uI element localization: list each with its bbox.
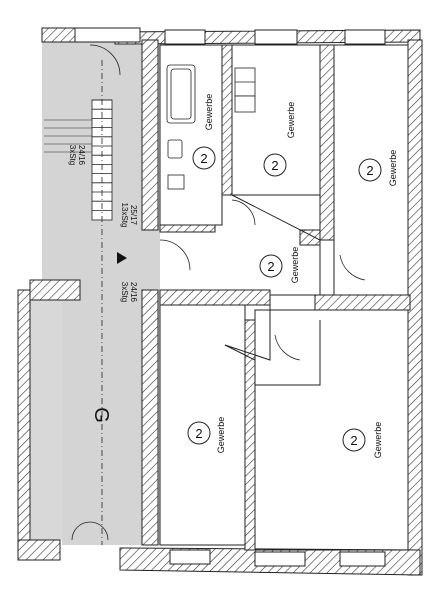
toilet-icon [167, 174, 185, 190]
room-3: 2 Gewerbe [358, 150, 398, 187]
top-door-swing [89, 44, 121, 76]
stair-label-lower: 3xStg 24/16 [120, 282, 138, 303]
svg-text:3xStg: 3xStg [68, 145, 77, 165]
svg-text:Gewerbe: Gewerbe [290, 247, 300, 284]
svg-text:24/16: 24/16 [129, 282, 138, 303]
svg-text:2: 2 [366, 163, 373, 178]
entrance-door [71, 521, 109, 541]
bathtub-icon [166, 64, 196, 124]
stair-label-middle: 13xStg 25/17 [120, 203, 138, 228]
room-1: 2 Gewerbe [192, 94, 216, 170]
svg-text:Gewerbe: Gewerbe [204, 94, 214, 131]
svg-text:2: 2 [200, 151, 207, 166]
room-2: 2 Gewerbe [263, 102, 296, 177]
stair-label-upper: 3xStg 24/16 [68, 145, 86, 166]
north-arrow-icon [117, 252, 127, 264]
room-4: 2 Gewerbe [259, 247, 300, 284]
interior-walls [159, 44, 411, 551]
svg-text:Gewerbe: Gewerbe [216, 417, 226, 454]
svg-text:Gewerbe: Gewerbe [388, 150, 398, 187]
svg-text:2: 2 [350, 433, 357, 448]
svg-text:Gewerbe: Gewerbe [373, 422, 383, 459]
room-5: 2 Gewerbe [187, 417, 226, 454]
svg-text:25/17: 25/17 [129, 205, 138, 226]
svg-text:24/16: 24/16 [77, 145, 86, 166]
svg-text:2: 2 [195, 426, 202, 441]
sink-icon [167, 139, 183, 159]
room-outlines [159, 44, 409, 551]
apartment-door-swing [159, 199, 366, 361]
stove-icon [234, 67, 256, 113]
svg-text:13xStg: 13xStg [120, 203, 129, 228]
svg-text:Gewerbe: Gewerbe [286, 102, 296, 139]
svg-text:2: 2 [271, 158, 278, 173]
room-6: 2 Gewerbe [342, 422, 383, 459]
svg-text:3xStg: 3xStg [120, 282, 129, 302]
stairwell-label: G [90, 407, 112, 423]
svg-text:2: 2 [267, 259, 274, 274]
